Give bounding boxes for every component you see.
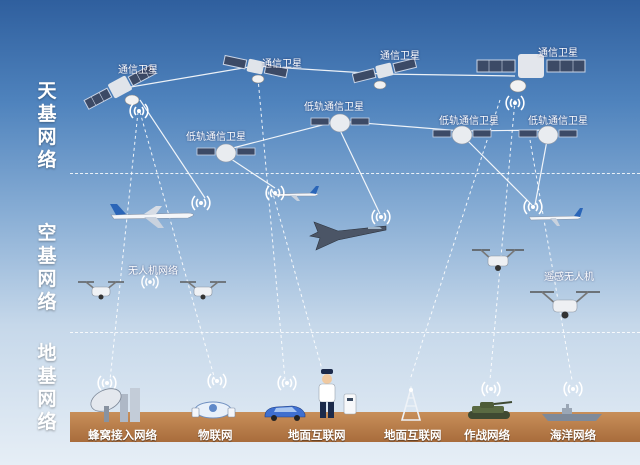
satellite-dish-icon (90, 388, 140, 422)
car-icon (264, 405, 306, 421)
signal-icon (207, 373, 227, 389)
comm-satellite-3-label: 通信卫星 (380, 51, 420, 62)
airliner-1-icon (110, 204, 194, 228)
signal-icon (563, 381, 583, 397)
signal-icon (277, 375, 297, 391)
signal-icon (265, 185, 285, 201)
telecom-tower-icon (400, 386, 422, 421)
leo-satellite-2-icon (310, 113, 370, 133)
space-air-divider (70, 173, 640, 174)
comm-satellite-2-icon (222, 54, 288, 84)
leo-satellite-3-label: 低轨通信卫星 (439, 116, 499, 127)
warship-icon (542, 404, 602, 421)
honeycomb-network-label: 蜂窝接入网络 (88, 428, 157, 442)
signal-icon (129, 103, 149, 119)
ground-internet-label-2: 地面互联网 (384, 428, 442, 442)
signal-icon (505, 95, 525, 111)
iot-label: 物联网 (198, 428, 233, 442)
leo-satellite-4-icon (518, 125, 578, 145)
comm-satellite-2-label: 通信卫星 (262, 59, 302, 70)
leo-satellite-2-label: 低轨通信卫星 (304, 102, 364, 113)
comm-satellite-1-label: 通信卫星 (118, 65, 158, 76)
space-layer-label: 天基网络 (37, 80, 57, 171)
ground-layer-label: 地基网络 (37, 342, 57, 433)
airliner-3-icon (528, 208, 583, 226)
ocean-network-label: 海洋网络 (550, 428, 596, 442)
comm-satellite-4-icon (476, 54, 586, 93)
drone-4-icon (530, 291, 600, 319)
uav-network-label: 无人机网络 (128, 266, 178, 277)
combat-network-label: 作战网络 (464, 428, 510, 442)
signal-icon (523, 199, 543, 215)
fighter-jet-icon (309, 221, 387, 251)
signal-icon (371, 209, 391, 225)
leo-satellite-1-label: 低轨通信卫星 (186, 132, 246, 143)
signal-icon (141, 275, 159, 289)
remote-uav-label: 遥感无人机 (544, 272, 594, 283)
ground-internet-label-1: 地面互联网 (288, 428, 346, 442)
iot-devices-icon (191, 401, 236, 419)
leo-satellite-3-icon (432, 125, 492, 145)
drone-2-icon (180, 281, 226, 300)
leo-satellite-4-label: 低轨通信卫星 (528, 116, 588, 127)
comm-satellite-3-icon (352, 57, 418, 90)
police-officer-icon (318, 369, 336, 418)
tank-icon (468, 401, 513, 419)
leo-satellite-1-icon (196, 143, 256, 163)
signal-icon (191, 195, 211, 211)
air-ground-divider (70, 332, 640, 333)
comm-satellite-1-icon (83, 64, 157, 110)
drone-3-icon (472, 249, 524, 271)
drone-1-icon (78, 281, 124, 300)
signal-icon (481, 381, 501, 397)
air-layer-label: 空基网络 (37, 222, 57, 313)
comm-satellite-4-label: 通信卫星 (538, 48, 578, 59)
robot-device-icon (343, 393, 357, 415)
